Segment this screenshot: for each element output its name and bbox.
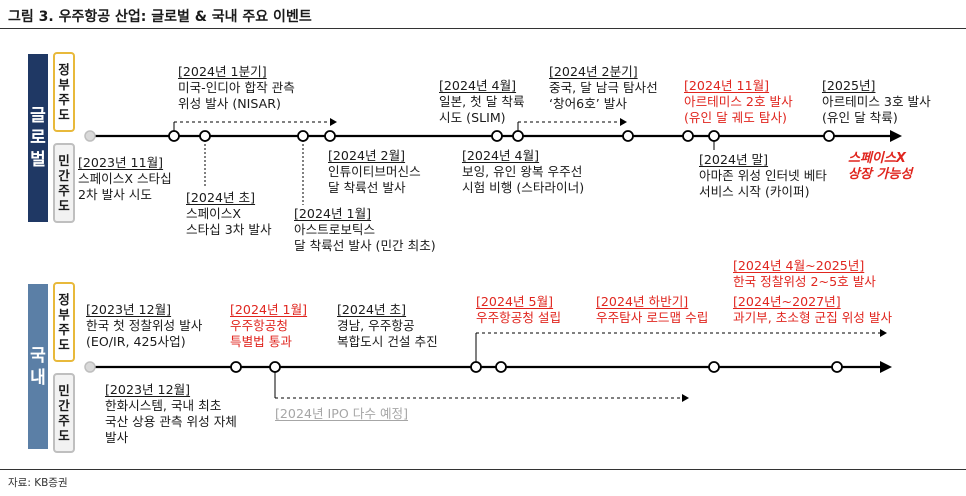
global-band: 글로벌	[28, 54, 48, 222]
event-global-slim: [2024년 4월] 일본, 첫 달 착륙 시도 (SLIM)	[439, 78, 525, 125]
global-band-label: 글로벌	[30, 106, 46, 170]
event-domestic-micro-constellation: [2024년~2027년] 과기부, 초소형 군집 위성 발사	[733, 294, 893, 325]
timeline-node	[495, 361, 507, 373]
event-domestic-gyeongnam: [2024년 초] 경남, 우주항공 복합도시 건설 추진	[337, 302, 438, 349]
event-domestic-special-act: [2024년 1월] 우주항공청 특별법 통과	[230, 302, 308, 349]
spacex-ipo-note: 스페이스X 상장 가능성	[848, 151, 913, 182]
timeline-node	[269, 361, 281, 373]
figure-title: 그림 3. 우주항공 산업: 글로벌 & 국내 주요 이벤트	[8, 9, 312, 25]
event-global-starliner: [2024년 4월] 보잉, 유인 왕복 우주선 시험 비행 (스타라이너)	[462, 148, 585, 195]
timeline-node	[708, 361, 720, 373]
arrowhead	[330, 118, 337, 126]
timeline-start-node	[84, 130, 96, 142]
event-domestic-kasa-launch: [2024년 5월] 우주항공청 설립	[476, 294, 562, 325]
event-global-starship3: [2024년 초] 스페이스X 스타십 3차 발사	[186, 190, 272, 237]
timeline-node	[682, 130, 694, 142]
timeline-node	[230, 361, 242, 373]
event-domestic-ipo: [2024년 IPO 다수 예정]	[275, 406, 409, 421]
event-domestic-roadmap: [2024년 하반기] 우주탐사 로드맵 수립	[596, 294, 709, 325]
event-domestic-recon-sat: [2023년 12월] 한국 첫 정찰위성 발사 (EO/IR, 425사업)	[86, 302, 203, 349]
event-global-intuitive: [2024년 2월] 인튜이티브머신스 달 착륙선 발사	[328, 148, 421, 195]
timeline-node	[823, 130, 835, 142]
arrowhead	[880, 329, 887, 337]
global-private-tag: 민간주도	[53, 143, 75, 223]
domestic-axis-arrowhead	[880, 361, 892, 373]
event-global-artemis2: [2024년 11월] 아르테미스 2호 발사 (유인 달 궤도 탐사)	[684, 78, 793, 125]
arrowhead	[620, 118, 627, 126]
domestic-band-label: 국내	[30, 345, 46, 388]
event-global-change6: [2024년 2분기] 중국, 달 남극 탐사선 ‘창어6호’ 발사	[549, 64, 658, 111]
timeline-start-node	[84, 361, 96, 373]
bottom-rule	[0, 469, 966, 470]
timeline-node	[324, 130, 336, 142]
source-note: 자료: KB증권	[8, 477, 68, 489]
top-rule	[0, 28, 966, 29]
event-global-nisar: [2024년 1분기] 미국-인디아 합작 관측 위성 발사 (NISAR)	[178, 64, 295, 111]
timeline-node	[199, 130, 211, 142]
domestic-band: 국내	[28, 284, 48, 449]
event-global-kuiper: [2024년 말] 아마존 위성 인터넷 베타 서비스 시작 (카이퍼)	[699, 152, 827, 199]
event-global-starship2: [2023년 11월] 스페이스X 스타십 2차 발사 시도	[78, 155, 172, 202]
timeline-node	[708, 130, 720, 142]
domestic-private-tag: 민간주도	[53, 373, 75, 453]
domestic-gov-tag: 정부주도	[53, 282, 75, 362]
timeline-node	[168, 130, 180, 142]
event-global-astrobotic: [2024년 1월] 아스트로보틱스 달 착륙선 발사 (민간 최초)	[294, 206, 436, 253]
timeline-node	[831, 361, 843, 373]
event-domestic-hanwha: [2023년 12월] 한화시스템, 국내 최초 국산 상용 관측 위성 자체 …	[105, 382, 237, 445]
event-domestic-recon-2-5: [2024년 4월~2025년] 한국 정찰위성 2~5호 발사	[733, 258, 876, 289]
global-gov-tag: 정부주도	[53, 52, 75, 132]
event-global-artemis3: [2025년] 아르테미스 3호 발사 (유인 달 착륙)	[822, 78, 931, 125]
timeline-node	[297, 130, 309, 142]
timeline-node	[512, 130, 524, 142]
timeline-node	[622, 130, 634, 142]
global-axis-arrowhead	[890, 130, 902, 142]
timeline-node	[470, 361, 482, 373]
arrowhead	[682, 394, 689, 402]
timeline-node	[491, 130, 503, 142]
